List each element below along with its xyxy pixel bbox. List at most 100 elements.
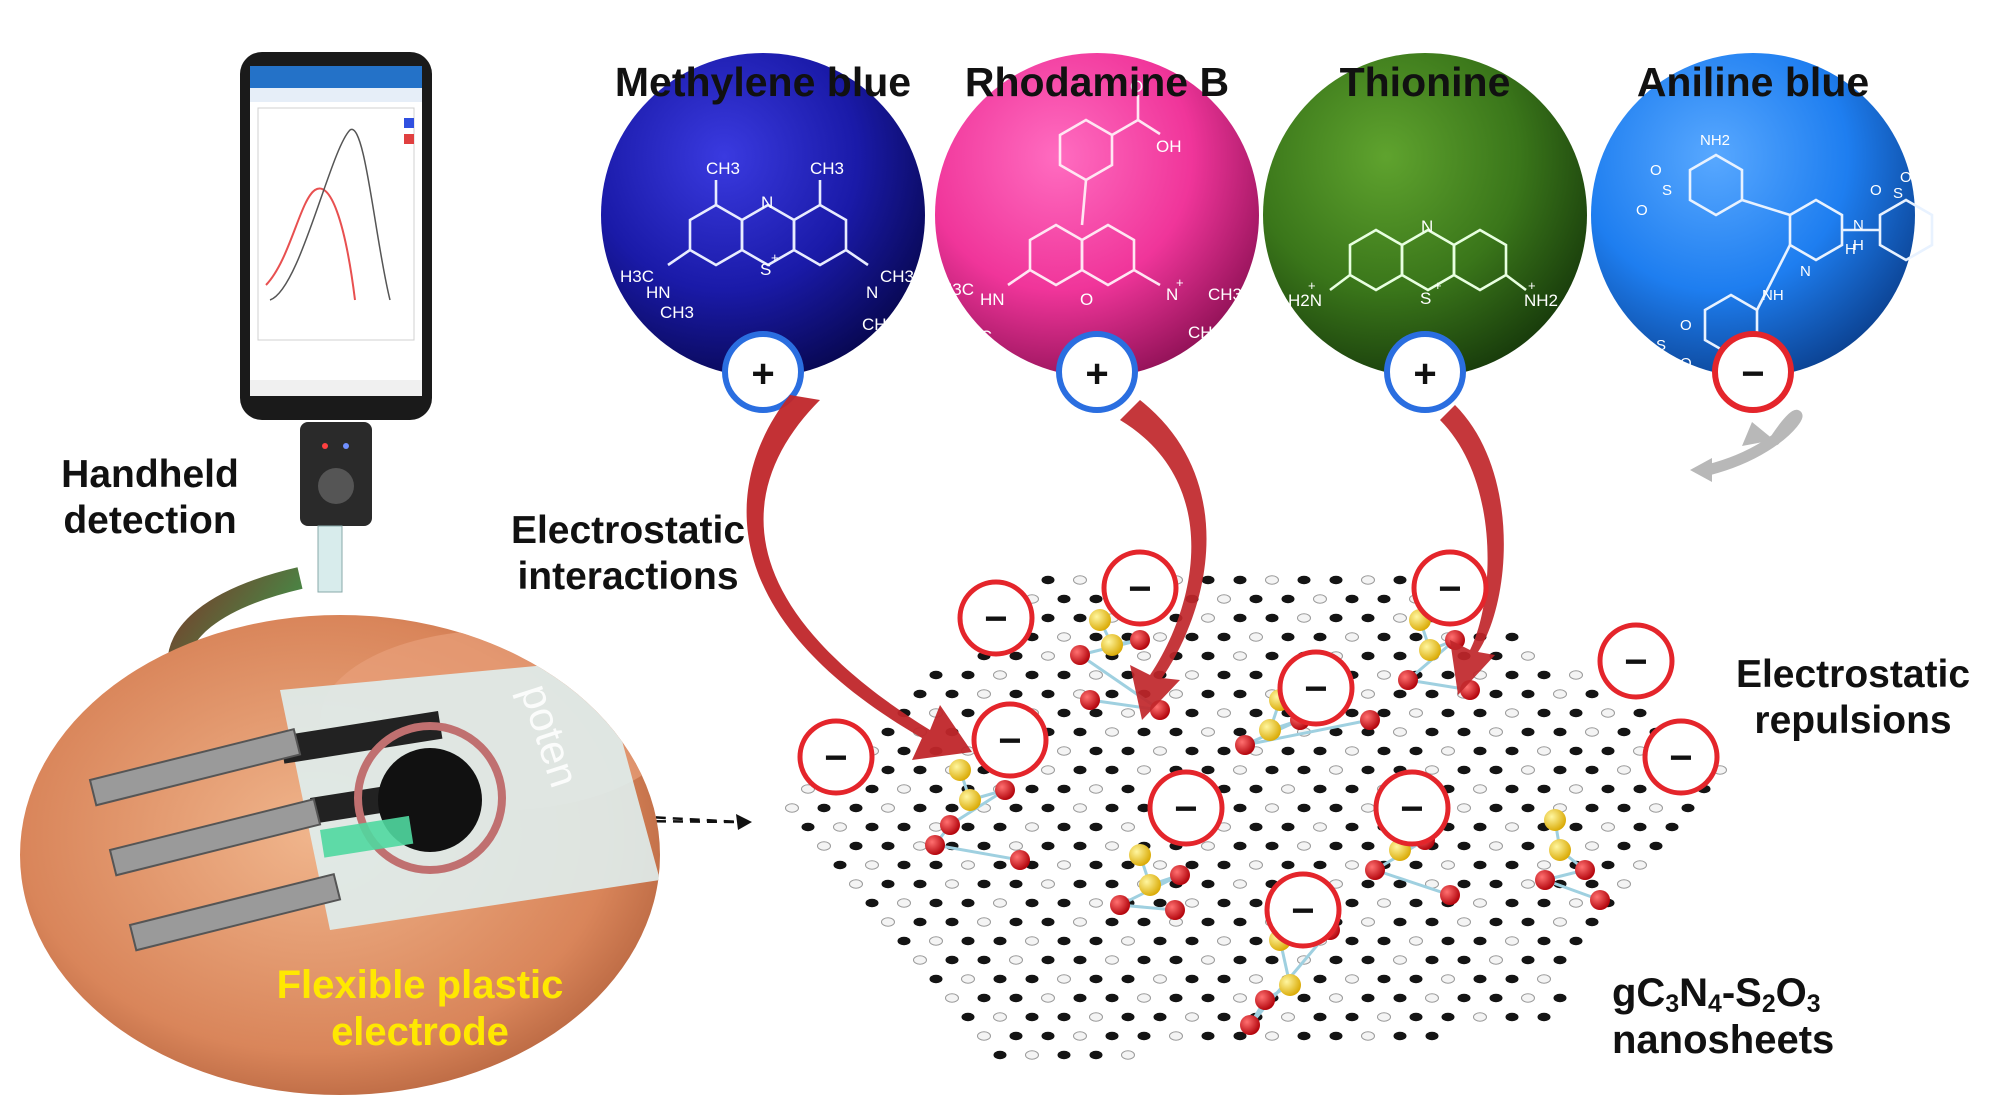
lattice-node	[1409, 974, 1423, 984]
lattice-node	[1537, 1012, 1551, 1022]
electrode-strip-small	[317, 525, 343, 593]
lattice-node	[913, 917, 927, 927]
lattice-node	[1489, 727, 1503, 737]
lattice-node	[1521, 727, 1535, 737]
th-label: NH2	[1524, 291, 1558, 310]
lattice-node	[1089, 746, 1103, 756]
lattice-node	[1649, 841, 1663, 851]
lattice-node	[961, 670, 975, 680]
oxygen-atom	[1110, 895, 1130, 915]
lattice-node	[1361, 917, 1375, 927]
lattice-node	[1457, 841, 1471, 851]
negative-sign: −	[1304, 667, 1327, 711]
lattice-node	[1217, 860, 1231, 870]
lattice-node	[1521, 689, 1535, 699]
repulsion-arrowhead-left	[1690, 458, 1712, 482]
positive-charge-badge: +	[1056, 331, 1138, 413]
lattice-node	[945, 689, 959, 699]
lattice-node	[1361, 803, 1375, 813]
positive-charge-badge: +	[1384, 331, 1466, 413]
lattice-node	[1265, 765, 1279, 775]
lattice-node	[1313, 822, 1327, 832]
lattice-node	[1585, 917, 1599, 927]
lattice-node	[961, 974, 975, 984]
lattice-node	[1009, 841, 1023, 851]
smartphone	[240, 52, 432, 593]
lattice-node	[1457, 955, 1471, 965]
lattice-node	[881, 803, 895, 813]
lattice-node	[1041, 1031, 1055, 1041]
lattice-node	[1681, 803, 1695, 813]
lattice-node	[977, 917, 991, 927]
lattice-node	[1521, 841, 1535, 851]
lattice-node	[1281, 1012, 1295, 1022]
ab-label: O	[1630, 337, 1642, 354]
lattice-node	[1361, 689, 1375, 699]
lattice-node	[1185, 898, 1199, 908]
lattice-node	[1169, 993, 1183, 1003]
lattice-node	[1553, 689, 1567, 699]
th-label: S	[1420, 289, 1431, 308]
lattice-node	[1553, 955, 1567, 965]
lattice-node	[1217, 670, 1231, 680]
oxygen-atom	[1170, 865, 1190, 885]
lattice-node	[1249, 594, 1263, 604]
lattice-node	[1233, 993, 1247, 1003]
lattice-node	[993, 860, 1007, 870]
rb-label: CH3	[1208, 285, 1242, 304]
lattice-node	[1233, 803, 1247, 813]
lattice-node	[865, 822, 879, 832]
flexible-line-2: electrode	[331, 1010, 509, 1055]
dye-sphere-aniline-blue: NH2 O O S O O S O H N H N NH O O S O	[1591, 53, 1934, 377]
sulfur-atom	[1129, 844, 1151, 866]
lattice-node	[945, 993, 959, 1003]
lattice-node	[1313, 746, 1327, 756]
lattice-node	[1265, 841, 1279, 851]
lattice-node	[1553, 993, 1567, 1003]
oxygen-atom	[1240, 1015, 1260, 1035]
lattice-node	[1569, 784, 1583, 794]
lattice-node	[1633, 784, 1647, 794]
lattice-node	[1489, 955, 1503, 965]
rb-label: O	[1080, 290, 1093, 309]
mb-label: CH3	[706, 159, 740, 178]
dye-sphere-thionine: N S H2N NH2 + + +	[1263, 53, 1587, 377]
lattice-node	[1105, 1031, 1119, 1041]
repulsion-arrow	[1702, 409, 1803, 476]
lattice-node	[1361, 1031, 1375, 1041]
lattice-node	[993, 1050, 1007, 1060]
lattice-node	[1617, 765, 1631, 775]
lattice-node	[1489, 651, 1503, 661]
mb-label: CH3	[810, 159, 844, 178]
lattice-node	[1233, 955, 1247, 965]
lattice-node	[1105, 803, 1119, 813]
lattice-node	[1153, 898, 1167, 908]
oxygen-atom	[1070, 645, 1090, 665]
lattice-node	[1345, 746, 1359, 756]
lattice-node	[1265, 803, 1279, 813]
lattice-node	[1393, 689, 1407, 699]
negative-charge-circle: −	[1147, 769, 1225, 847]
lattice-node	[913, 689, 927, 699]
lattice-node	[1585, 879, 1599, 889]
lattice-node	[929, 974, 943, 984]
lattice-node	[1089, 594, 1103, 604]
lattice-node	[1457, 727, 1471, 737]
lattice-node	[1585, 727, 1599, 737]
lattice-node	[1297, 575, 1311, 585]
ab-label: H	[1845, 241, 1856, 258]
lattice-node	[1601, 822, 1615, 832]
lattice-node	[1057, 746, 1071, 756]
lattice-node	[1425, 993, 1439, 1003]
lattice-node	[1409, 746, 1423, 756]
lattice-node	[1585, 689, 1599, 699]
lattice-node	[1057, 670, 1071, 680]
lattice-node	[1137, 651, 1151, 661]
rb-label: CH3	[1188, 323, 1222, 342]
lattice-node	[1233, 575, 1247, 585]
lattice-node	[1233, 917, 1247, 927]
lattice-node	[1201, 575, 1215, 585]
lattice-node	[1329, 803, 1343, 813]
lattice-node	[945, 917, 959, 927]
lattice-node	[1169, 689, 1183, 699]
